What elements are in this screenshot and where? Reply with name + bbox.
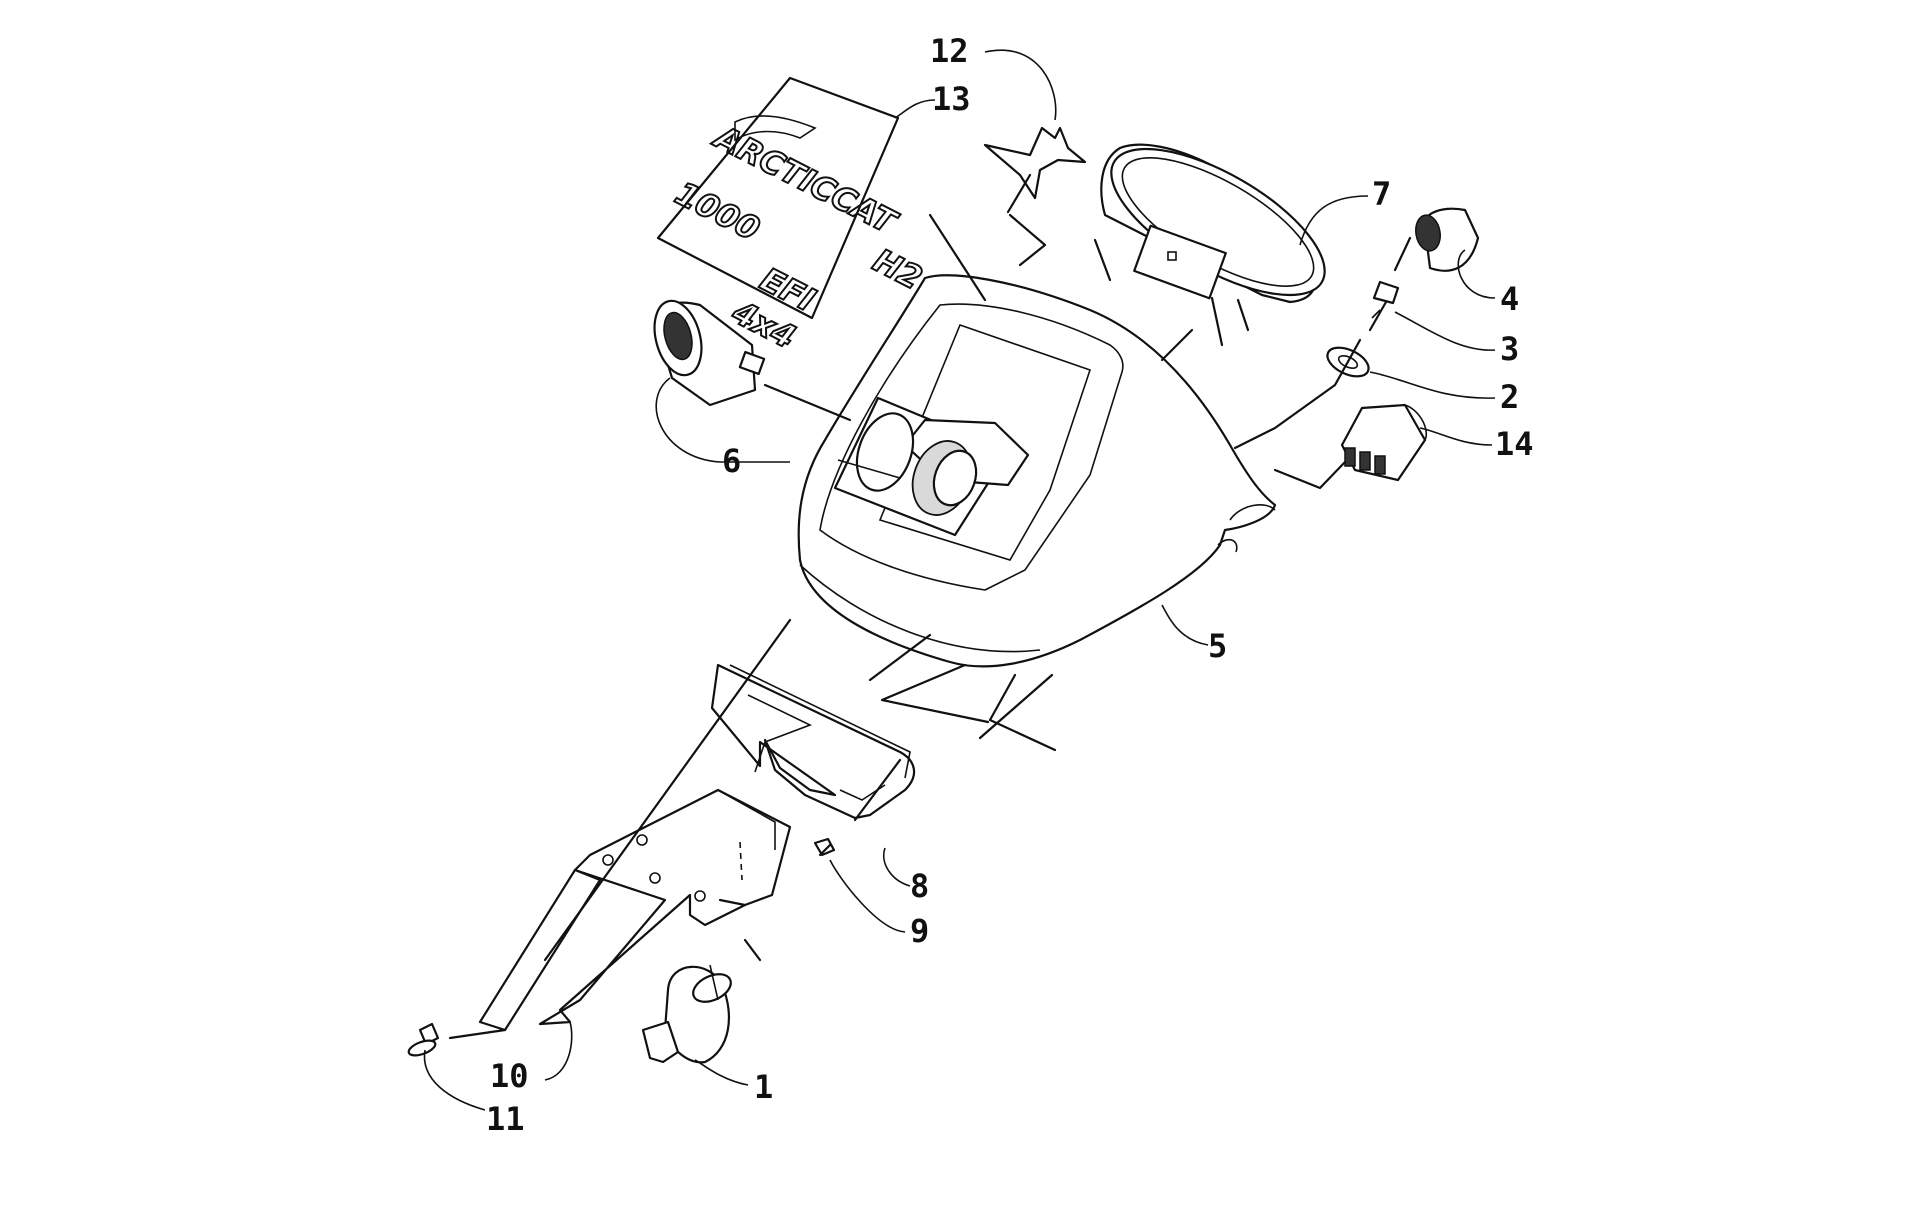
callout-3: 3 [1500,330,1519,368]
callout-10: 10 [490,1057,529,1095]
housing-part-5 [797,274,1277,668]
bezel-part-8 [710,663,916,820]
gauge-part-7 [1093,143,1326,347]
callout-2: 2 [1500,378,1519,416]
callout-9: 9 [910,912,929,950]
bracket-part-10 [478,788,792,1032]
callout-13: 13 [932,80,971,118]
callout-14: 14 [1495,425,1534,463]
assembly-lines [448,173,1412,1040]
emblem-part-12 [983,126,1087,200]
callout-1: 1 [754,1068,773,1106]
rivet-part-11 [407,1022,440,1057]
callout-labels: 1 2 3 4 5 6 7 8 9 10 11 12 13 14 [486,32,1534,1138]
callout-7: 7 [1372,175,1391,213]
cap-part-4 [1415,207,1480,272]
callout-12: 12 [930,32,969,70]
callout-11: 11 [486,1100,525,1138]
clip-part-9 [813,837,836,857]
key-part-3 [1368,280,1400,332]
switch-part-14 [1340,403,1427,482]
callout-4: 4 [1500,280,1519,318]
callout-8: 8 [910,867,929,905]
socket-part-6 [653,299,766,407]
callout-6: 6 [722,442,741,480]
callout-5: 5 [1208,627,1227,665]
switch-part-1 [641,964,732,1064]
callout-leaders [423,49,1496,1111]
